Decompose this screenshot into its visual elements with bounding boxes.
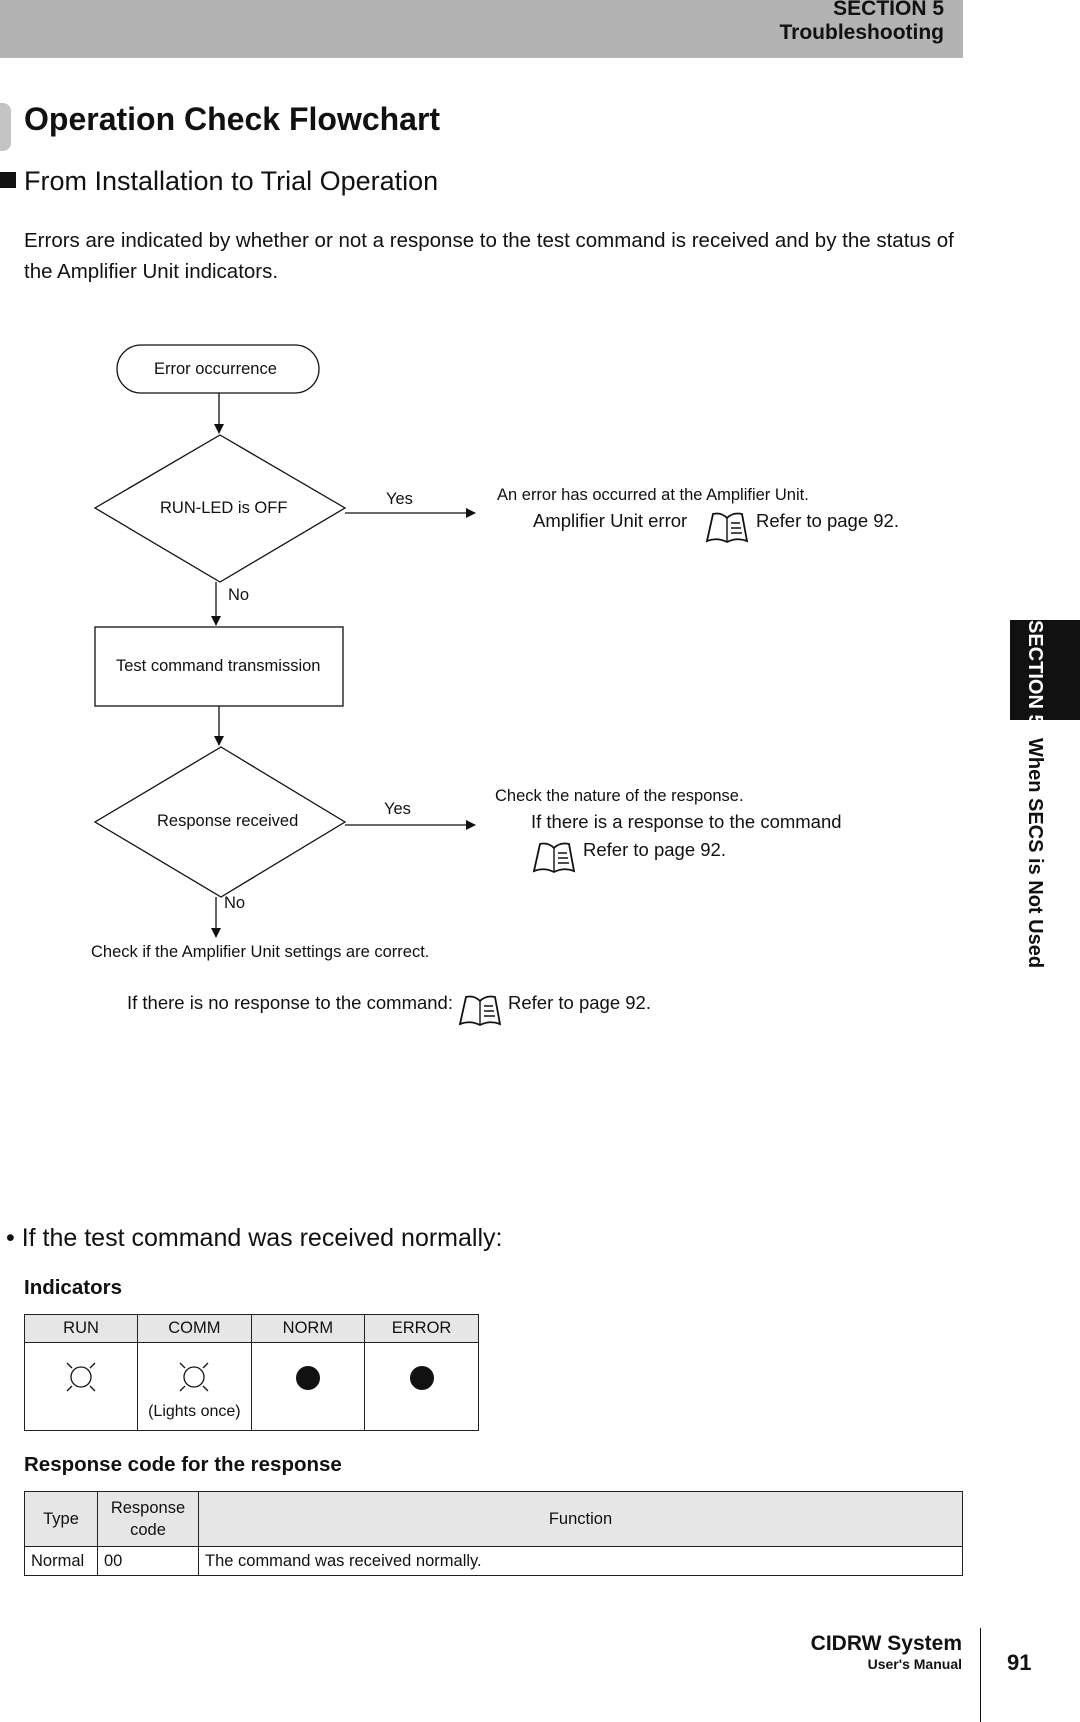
- process-label: Test command transmission: [116, 657, 321, 675]
- cell-response-code: 00: [97, 1546, 199, 1576]
- table-row: Normal 00 The command was received norma…: [24, 1546, 963, 1576]
- indicator-header-norm: NORM: [250, 1314, 366, 1343]
- indicator-cell-error: [364, 1342, 479, 1431]
- yes1-item: Amplifier Unit error: [533, 510, 688, 531]
- indicator-lit-icon: [66, 1362, 96, 1392]
- comm-caption: (Lights once): [148, 1403, 241, 1420]
- indicator-off-icon: [295, 1366, 320, 1390]
- indicator-header-error: ERROR: [364, 1314, 479, 1343]
- indicator-header-run: RUN: [23, 1314, 139, 1343]
- indicator-cell-norm: [250, 1342, 366, 1431]
- no2-note: Check if the Amplifier Unit settings are…: [91, 943, 430, 961]
- indicators-heading: Indicators: [24, 1276, 122, 1299]
- table-header-row: Type Response code Function: [24, 1491, 963, 1547]
- process-box: [94, 626, 344, 707]
- indicator-cell-comm: (Lights once): [137, 1342, 252, 1431]
- column-header-response-code: Response code: [97, 1491, 199, 1547]
- yes1-note: An error has occurred at the Amplifier U…: [497, 486, 809, 504]
- indicator-cell-run: [23, 1342, 139, 1431]
- response-code-table: Type Response code Function Normal 00 Th…: [24, 1491, 963, 1576]
- decision2-diamond: [93, 746, 347, 898]
- column-header-function: Function: [198, 1491, 963, 1547]
- column-header-type: Type: [24, 1491, 98, 1547]
- decision2-no-label: No: [224, 894, 246, 912]
- no2-reference: Refer to page 92.: [508, 992, 651, 1013]
- indicator-lit-icon: [179, 1362, 209, 1392]
- table-row: (Lights once): [23, 1342, 479, 1431]
- header-topic-label: Troubleshooting: [779, 21, 944, 44]
- yes2-reference: Refer to page 92.: [583, 839, 726, 860]
- bullet-heading-text: If the test command was received normall…: [21, 1224, 503, 1252]
- square-bullet-icon: [0, 172, 16, 188]
- decision1-label: RUN-LED is OFF: [160, 499, 288, 517]
- intro-paragraph: Errors are indicated by whether or not a…: [24, 229, 954, 283]
- header-section-label: SECTION 5: [833, 0, 944, 20]
- side-tab-section: SECTION 5: [1024, 620, 1046, 726]
- footer-divider: [980, 1628, 981, 1722]
- start-label: Error occurrence: [154, 360, 277, 378]
- section-heading: From Installation to Trial Operation: [0, 166, 438, 197]
- manual-reference-icon: [532, 842, 576, 874]
- yes1-reference: Refer to page 92.: [756, 510, 899, 531]
- cell-type: Normal: [24, 1546, 98, 1576]
- title-marker: [0, 103, 11, 151]
- decision2-label: Response received: [157, 812, 299, 830]
- yes2-item: If there is a response to the command: [531, 811, 842, 832]
- side-tab-background: [1010, 620, 1080, 720]
- indicators-table: RUN COMM NORM ERROR (Lights once): [23, 1314, 479, 1431]
- footer-subtitle: User's Manual: [867, 1656, 962, 1672]
- bullet-heading: • If the test command was received norma…: [6, 1224, 503, 1252]
- footer-title: CIDRW System: [810, 1632, 962, 1655]
- decision1-no-label: No: [228, 586, 250, 604]
- side-tab-subtitle: When SECS is Not Used: [1024, 737, 1046, 968]
- decision1-yes-label: Yes: [386, 490, 413, 508]
- header-band: [0, 0, 963, 58]
- side-tab: SECTION 5 When SECS is Not Used: [1010, 620, 1046, 968]
- yes2-note: Check the nature of the response.: [495, 787, 744, 805]
- cell-function: The command was received normally.: [198, 1546, 963, 1576]
- section-heading-text: From Installation to Trial Operation: [24, 166, 439, 196]
- decision1-diamond: [93, 434, 347, 583]
- indicator-off-icon: [409, 1366, 434, 1390]
- table-header-row: RUN COMM NORM ERROR: [23, 1314, 479, 1343]
- decision2-yes-label: Yes: [384, 800, 411, 818]
- start-terminal: [116, 344, 320, 394]
- response-code-heading: Response code for the response: [24, 1453, 342, 1476]
- manual-reference-icon: [705, 512, 749, 544]
- indicator-header-comm: COMM: [137, 1314, 252, 1343]
- page-title: Operation Check Flowchart: [24, 101, 441, 137]
- page-number: 91: [1007, 1650, 1032, 1675]
- no2-item: If there is no response to the command:: [127, 992, 453, 1013]
- manual-reference-icon: [458, 995, 502, 1027]
